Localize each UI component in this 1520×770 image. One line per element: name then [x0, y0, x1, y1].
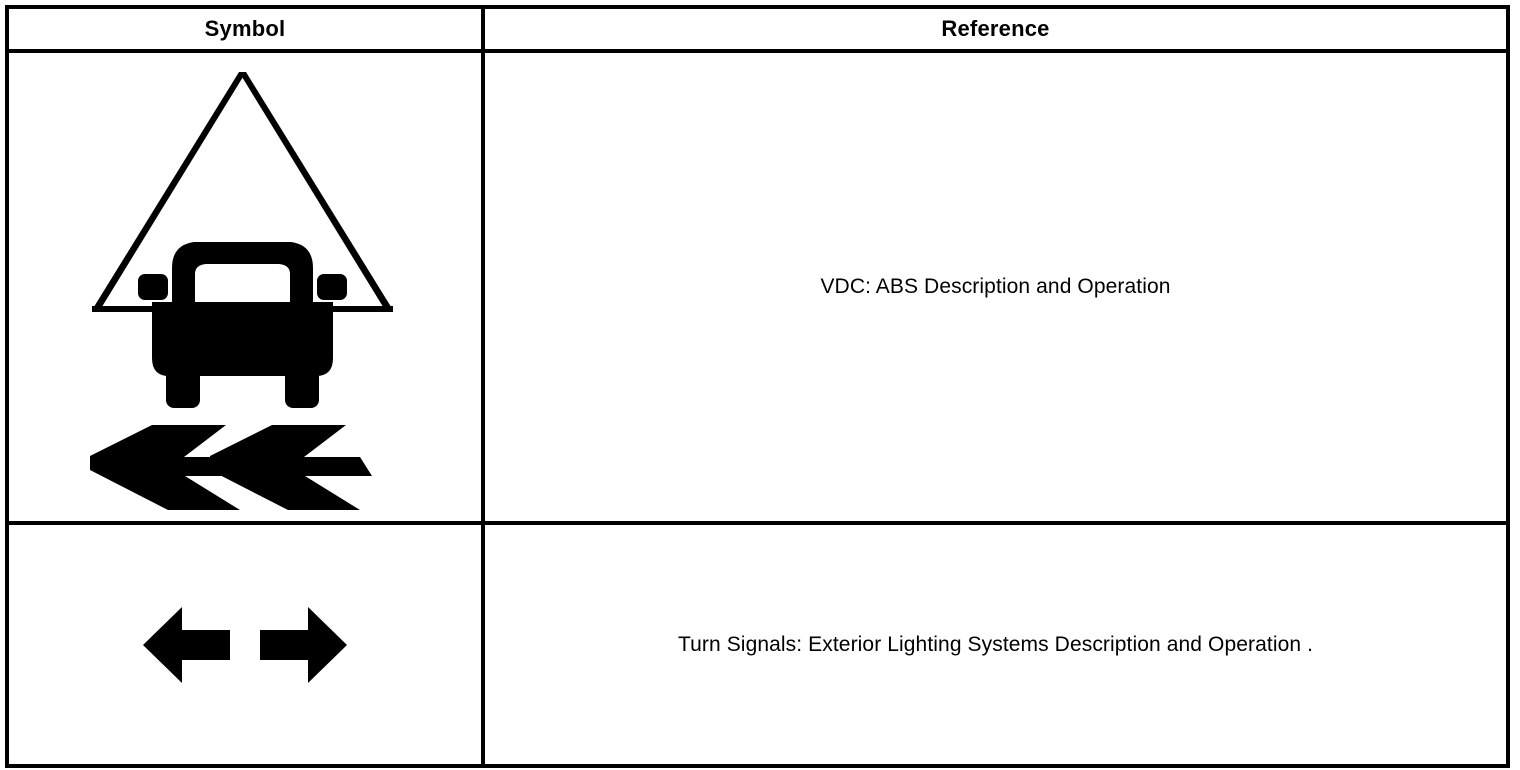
table-header: Symbol Reference	[5, 5, 1510, 53]
table-row: Turn Signals: Exterior Lighting Systems …	[5, 521, 1510, 768]
table-body: VDC: ABS Description and Operation	[5, 49, 1510, 768]
turn-signal-arrows-icon	[143, 606, 347, 683]
symbol-reference-table: Symbol Reference	[5, 5, 1510, 768]
table-row: VDC: ABS Description and Operation	[5, 49, 1510, 525]
column-header-reference: Reference	[481, 5, 1510, 53]
reference-cell-vdc: VDC: ABS Description and Operation	[481, 49, 1510, 525]
vdc-abs-warning-icon	[90, 72, 393, 510]
header-row: Symbol Reference	[5, 5, 1510, 53]
symbol-wrapper	[9, 53, 481, 521]
reference-cell-turn-signal: Turn Signals: Exterior Lighting Systems …	[481, 521, 1510, 768]
symbol-cell-vdc	[5, 49, 485, 525]
symbol-wrapper	[9, 525, 481, 764]
symbol-cell-turn-signal	[5, 521, 485, 768]
column-header-symbol: Symbol	[5, 5, 485, 53]
